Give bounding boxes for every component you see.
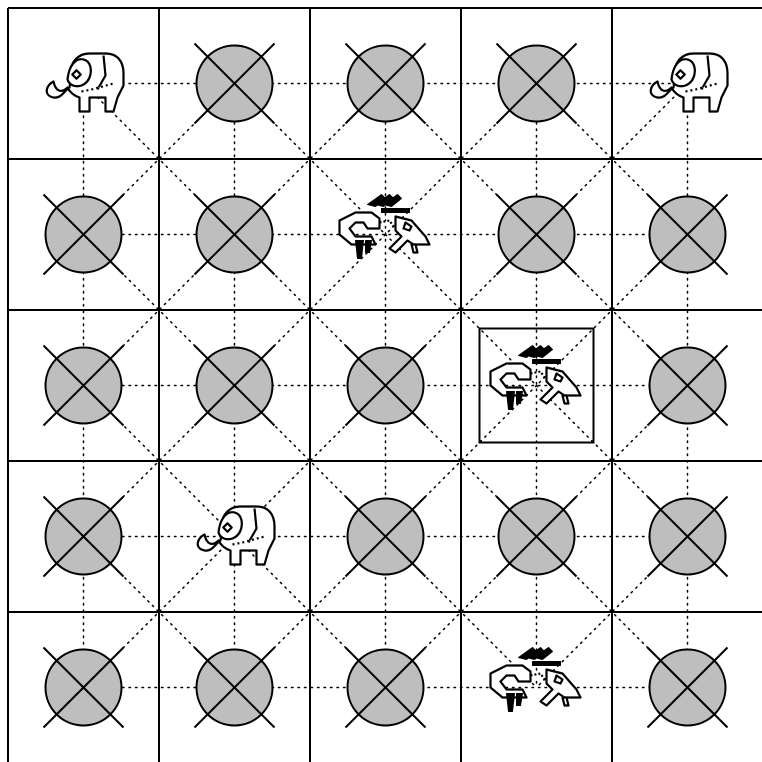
blocked-circle-icon — [497, 44, 577, 124]
board-cell-r1-c0[interactable] — [9, 160, 158, 309]
blocked-circle-icon — [44, 648, 124, 728]
board-cell-r2-c3[interactable] — [462, 311, 611, 460]
board-cell-r0-c0[interactable] — [9, 9, 158, 158]
board-cell-r4-c1[interactable] — [160, 613, 309, 762]
board-cell-r0-c2[interactable] — [311, 9, 460, 158]
board-cell-r2-c1[interactable] — [160, 311, 309, 460]
board-cell-r3-c4[interactable] — [613, 462, 762, 611]
board-cell-r1-c1[interactable] — [160, 160, 309, 309]
board-cell-r2-c2[interactable] — [311, 311, 460, 460]
blocked-circle-icon — [346, 44, 426, 124]
board-cell-r4-c4[interactable] — [613, 613, 762, 762]
blocked-circle-icon — [195, 648, 275, 728]
blocked-circle-icon — [346, 346, 426, 426]
blocked-circle-icon — [195, 195, 275, 275]
blocked-circle-icon — [195, 346, 275, 426]
blocked-circle-icon — [346, 497, 426, 577]
blocked-circle-icon — [44, 195, 124, 275]
board-cell-r0-c3[interactable] — [462, 9, 611, 158]
board-cells — [9, 9, 762, 762]
blocked-circle-icon — [497, 497, 577, 577]
blocked-circle-icon — [648, 497, 728, 577]
blocked-circle-icon — [497, 195, 577, 275]
blocked-circle-icon — [195, 44, 275, 124]
board-cell-r0-c1[interactable] — [160, 9, 309, 158]
board-cell-r0-c4[interactable] — [613, 9, 762, 158]
blocked-circle-icon — [44, 497, 124, 577]
board-cell-r3-c1[interactable] — [160, 462, 309, 611]
board-cell-r1-c3[interactable] — [462, 160, 611, 309]
blocked-circle-icon — [44, 346, 124, 426]
board-cell-r4-c2[interactable] — [311, 613, 460, 762]
board-cell-r3-c3[interactable] — [462, 462, 611, 611]
blocked-circle-icon — [346, 648, 426, 728]
blocked-circle-icon — [648, 346, 728, 426]
blocked-circle-icon — [648, 195, 728, 275]
board-cell-r2-c0[interactable] — [9, 311, 158, 460]
board-cell-r1-c4[interactable] — [613, 160, 762, 309]
board-cell-r4-c0[interactable] — [9, 613, 158, 762]
board-cell-r4-c3[interactable] — [462, 613, 611, 762]
board-cell-r2-c4[interactable] — [613, 311, 762, 460]
board-cell-r3-c0[interactable] — [9, 462, 158, 611]
board-cell-r3-c2[interactable] — [311, 462, 460, 611]
blocked-circle-icon — [648, 648, 728, 728]
board-cell-r1-c2[interactable] — [311, 160, 460, 309]
